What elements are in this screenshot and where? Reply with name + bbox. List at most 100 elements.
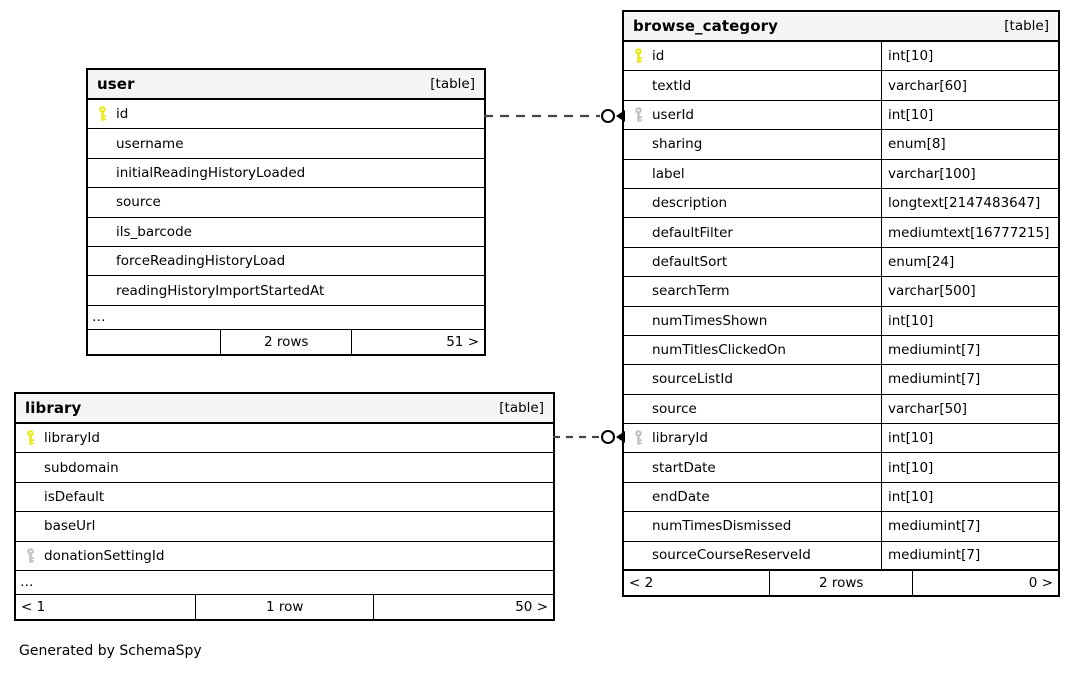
column-name-cell: id — [624, 42, 881, 70]
column-name-cell: startDate — [624, 453, 881, 481]
column-name-cell: id — [88, 100, 484, 128]
table-library-columns: libraryId subdomain isDefault baseUrl donati… — [16, 424, 553, 571]
column-type: mediumint[7] — [881, 365, 1058, 394]
foreign-key-icon — [629, 430, 648, 446]
table-row[interactable]: ils_barcode — [88, 218, 484, 247]
column-type: enum[24] — [881, 247, 1058, 277]
column-name-cell: userId — [624, 101, 881, 129]
table-library-ellipsis: … — [16, 571, 553, 595]
table-row[interactable]: libraryId — [16, 424, 553, 454]
table-row[interactable]: defaultSort enum[24] — [624, 247, 1058, 278]
column-name: sourceListId — [652, 371, 733, 388]
column-name: label — [652, 165, 685, 182]
table-library-next[interactable]: 50 > — [515, 598, 548, 615]
column-type: varchar[50] — [881, 394, 1058, 424]
table-row[interactable]: textId varchar[60] — [624, 71, 1058, 101]
column-name-cell: defaultFilter — [624, 218, 881, 246]
column-name: numTimesDismissed — [652, 518, 792, 535]
column-name: subdomain — [44, 459, 119, 476]
column-name-cell: libraryId — [16, 424, 553, 452]
table-row[interactable]: forceReadingHistoryLoad — [88, 247, 484, 277]
column-name: baseUrl — [44, 518, 96, 535]
table-user-columns: id username initialReadingHistoryLoaded sou… — [88, 100, 484, 306]
table-browse-category-footer: < 2 2 rows 0 > — [624, 571, 1058, 596]
table-row[interactable]: source — [88, 188, 484, 218]
table-browse-category-next[interactable]: 0 > — [1028, 575, 1053, 592]
table-row[interactable]: endDate int[10] — [624, 482, 1058, 513]
table-browse-category-prev[interactable]: < 2 — [629, 575, 654, 592]
column-name: readingHistoryImportStartedAt — [116, 282, 325, 299]
table-row[interactable]: subdomain — [16, 453, 553, 483]
table-library[interactable]: library [table] libraryId subdomain isDefa… — [14, 392, 555, 621]
table-browse-category-title: browse_category — [633, 17, 778, 35]
column-name-cell: numTitlesClickedOn — [624, 336, 881, 364]
table-row[interactable]: initialReadingHistoryLoaded — [88, 159, 484, 189]
table-row[interactable]: donationSettingId — [16, 542, 553, 571]
column-name: ils_barcode — [116, 223, 192, 240]
table-row[interactable]: readingHistoryImportStartedAt — [88, 276, 484, 306]
table-row[interactable]: numTimesDismissed mediumint[7] — [624, 512, 1058, 542]
table-row[interactable]: isDefault — [16, 483, 553, 513]
column-name: startDate — [652, 459, 716, 476]
table-row[interactable]: baseUrl — [16, 512, 553, 542]
table-library-tag: [table] — [499, 400, 544, 416]
column-name: id — [116, 106, 129, 123]
table-user-rowcount: 2 rows — [220, 329, 353, 354]
column-name: userId — [652, 106, 694, 123]
column-name-cell: baseUrl — [16, 512, 553, 540]
table-library-prev[interactable]: < 1 — [21, 598, 46, 615]
column-name-cell: source — [624, 395, 881, 423]
column-name: username — [116, 135, 184, 152]
table-library-header: library [table] — [16, 394, 553, 424]
column-name: defaultFilter — [652, 224, 733, 241]
foreign-key-icon — [21, 547, 40, 564]
column-type: varchar[60] — [881, 71, 1058, 100]
primary-key-icon — [93, 106, 112, 122]
foreign-key-icon — [629, 107, 648, 123]
column-name-cell: ils_barcode — [88, 218, 484, 246]
table-browse-category-rowcount: 2 rows — [768, 571, 914, 596]
column-name-cell: endDate — [624, 483, 881, 511]
table-user-ellipsis: … — [88, 306, 484, 330]
table-row[interactable]: defaultFilter mediumtext[16777215] — [624, 218, 1058, 248]
table-row[interactable]: username — [88, 129, 484, 159]
table-row[interactable]: id — [88, 100, 484, 130]
column-type: mediumint[7] — [881, 512, 1058, 541]
column-name: sourceCourseReserveId — [652, 547, 811, 564]
table-user-prev[interactable] — [88, 330, 220, 354]
column-name: initialReadingHistoryLoaded — [116, 164, 306, 181]
table-row[interactable]: sourceListId mediumint[7] — [624, 365, 1058, 395]
credit-text: Generated by SchemaSpy — [19, 643, 202, 659]
column-name: defaultSort — [652, 253, 728, 270]
column-name: source — [116, 194, 161, 211]
column-type: mediumtext[16777215] — [881, 218, 1058, 247]
table-user[interactable]: user [table] id username initialReadingHis… — [86, 68, 486, 356]
column-name: numTitlesClickedOn — [652, 342, 786, 359]
table-library-title: library — [25, 399, 82, 417]
table-library-rowcount: 1 row — [195, 594, 375, 619]
column-name-cell: subdomain — [16, 453, 553, 481]
column-name: searchTerm — [652, 283, 730, 300]
column-name: libraryId — [652, 430, 708, 447]
column-name: endDate — [652, 489, 710, 506]
relationship-library-to-browse-category — [553, 430, 625, 444]
column-type: int[10] — [881, 482, 1058, 512]
column-name-cell: sourceListId — [624, 365, 881, 393]
column-name: textId — [652, 77, 692, 94]
table-user-header: user [table] — [88, 70, 484, 100]
table-user-next[interactable]: 51 > — [446, 333, 479, 350]
primary-key-icon — [21, 430, 40, 446]
